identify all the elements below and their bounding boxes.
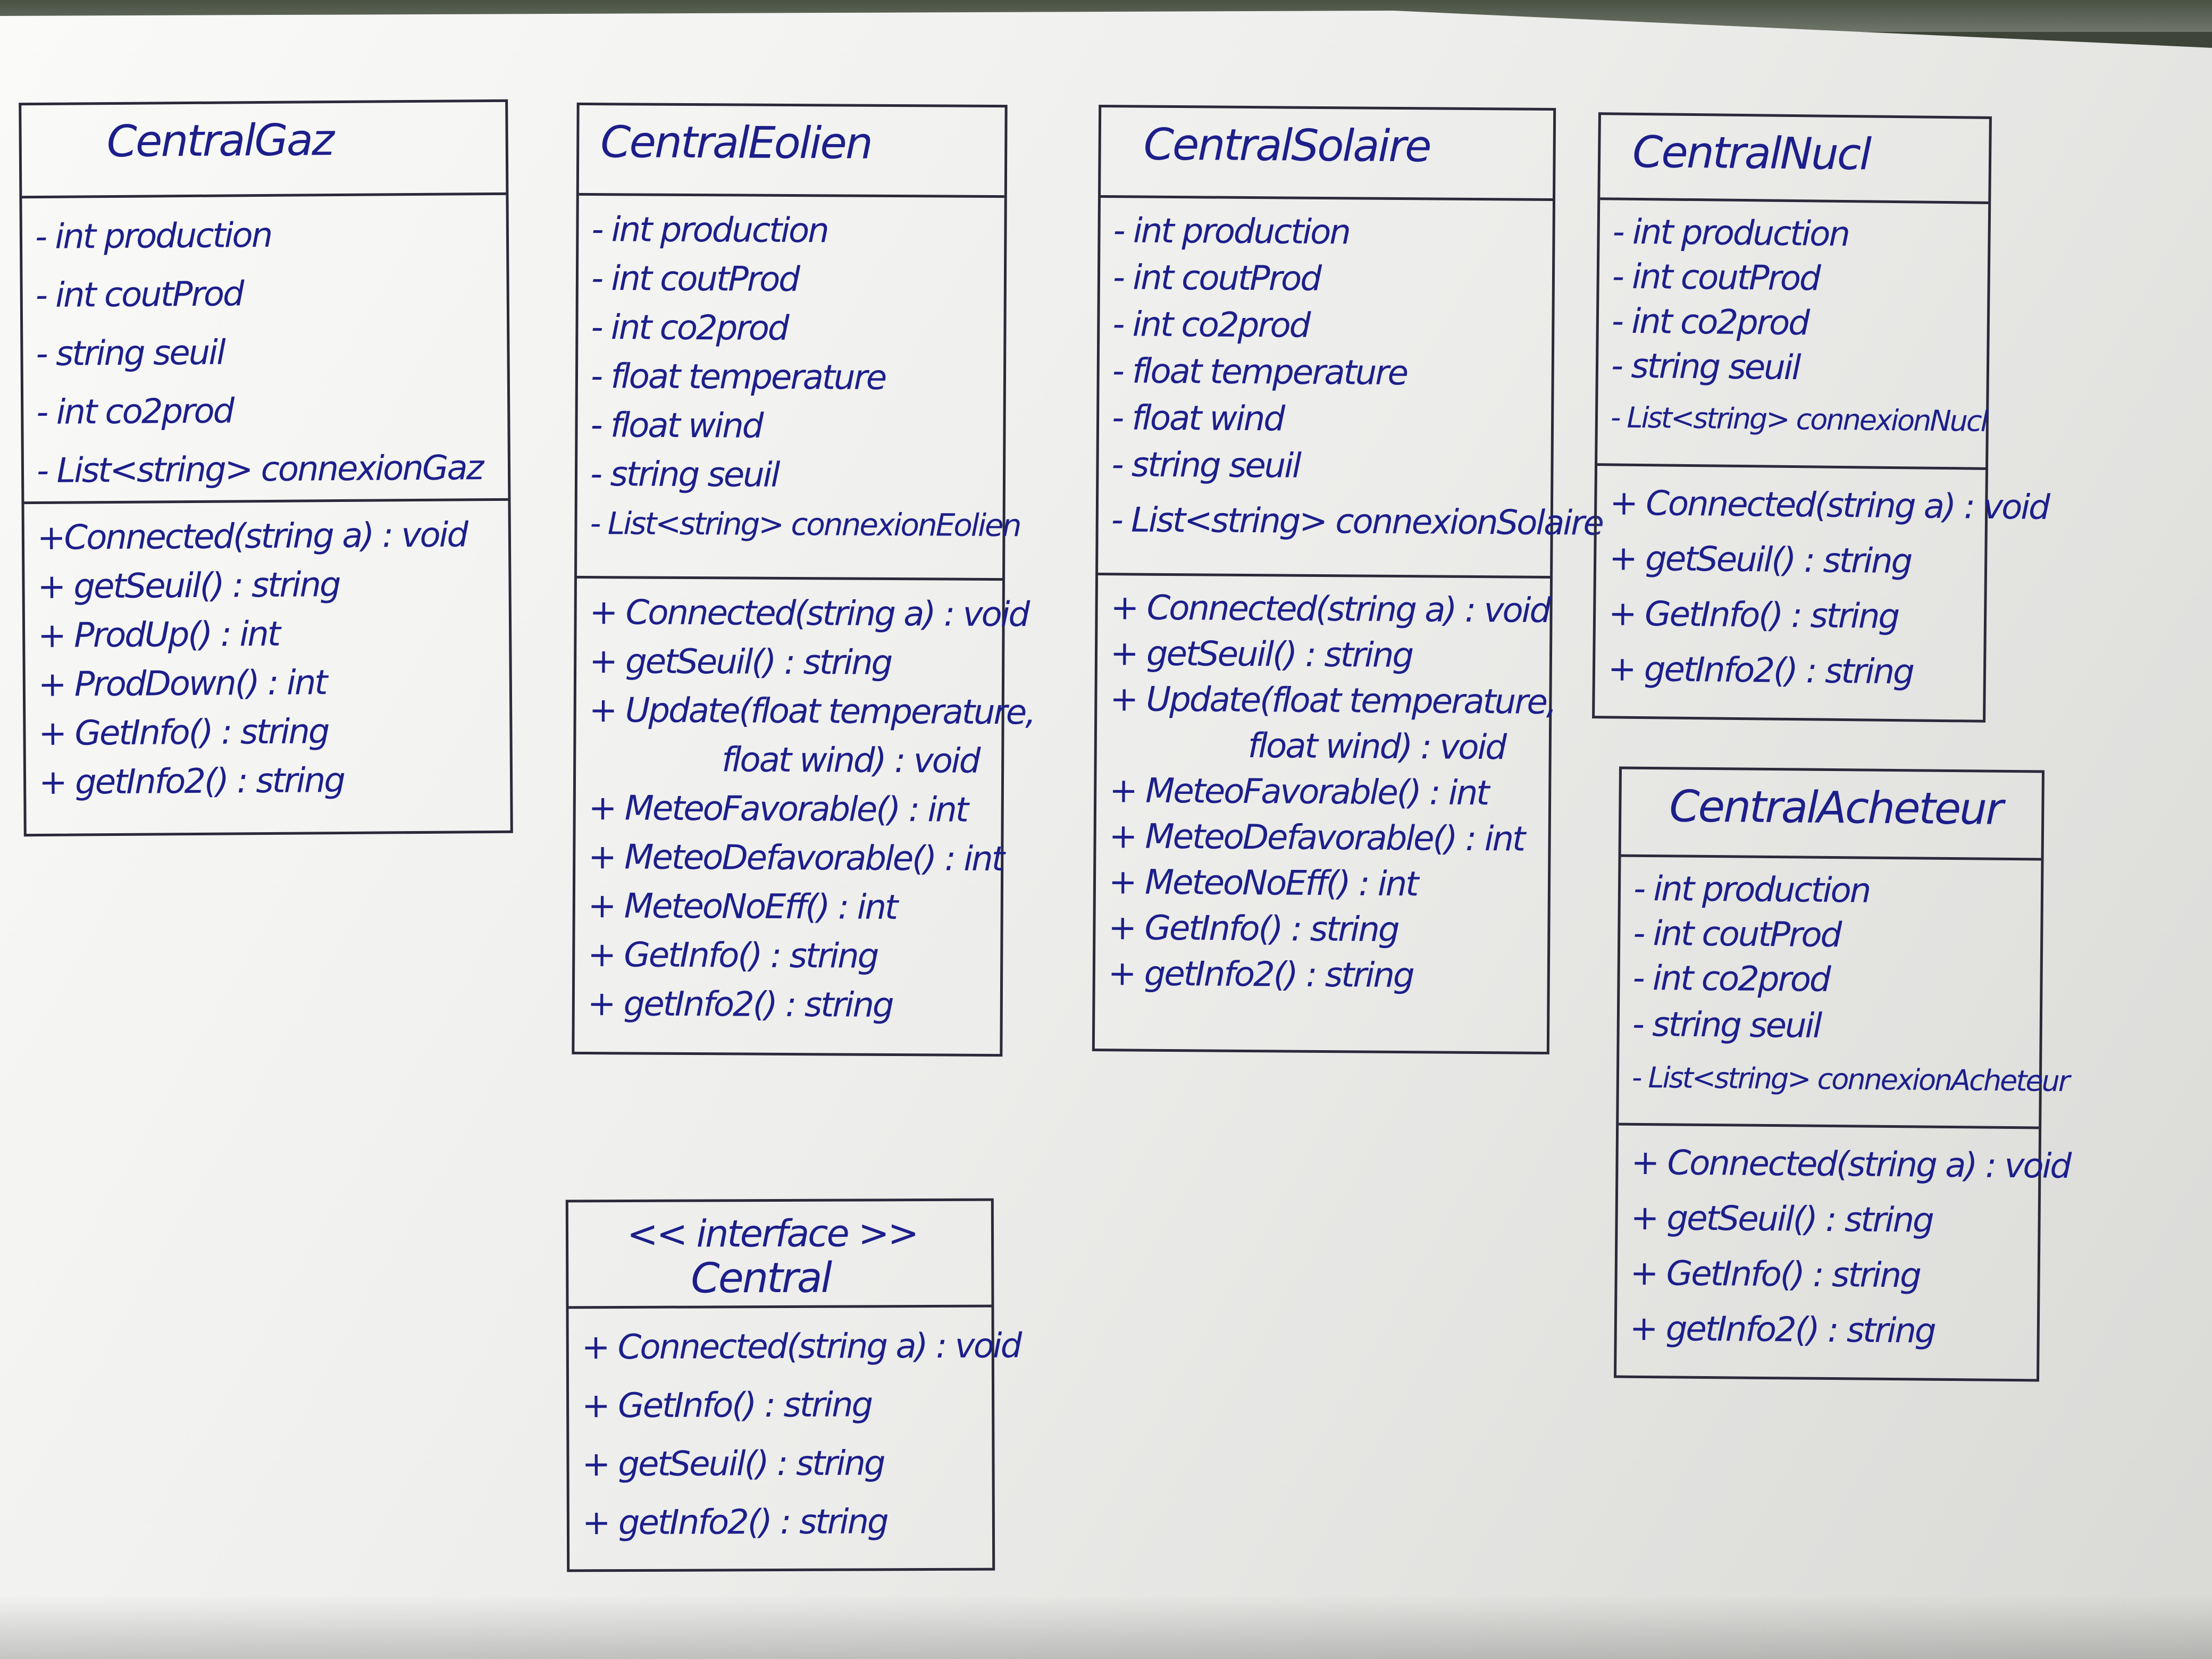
method: + getInfo2() : string: [1629, 1309, 1935, 1351]
method: + GetInfo() : string: [1608, 594, 1899, 637]
attribute: - float temperature: [1112, 351, 1407, 393]
method: + Connected(string a) : void: [1110, 588, 1550, 631]
attribute: - int coutProd: [1632, 914, 1841, 956]
attribute: - int production: [1612, 212, 1849, 255]
method: + getInfo2() : string: [587, 984, 893, 1026]
methods-section: + Connected(string a) : void + getSeuil(…: [1595, 466, 2049, 706]
attribute: - List<string> connexionNucl: [1610, 400, 1987, 438]
attribute: - float wind: [590, 406, 763, 446]
class-central-acheteur: CentralAcheteur - int production - int c…: [1613, 766, 2071, 1382]
class-name: CentralNucl: [1600, 115, 1989, 204]
method: + MeteoNoEff() : int: [1108, 862, 1418, 904]
method: + Connected(string a) : void: [581, 1326, 1021, 1368]
method: + Update(float temperature,: [1110, 680, 1556, 723]
methods-section: + Connected(string a) : void + GetInfo()…: [568, 1308, 1021, 1558]
method: + MeteoNoEff() : int: [588, 886, 897, 928]
attribute: - string seuil: [36, 333, 225, 374]
attribute: - int coutProd: [1612, 257, 1820, 299]
attribute: - string seuil: [1611, 346, 1800, 388]
attribute: - int co2prod: [1632, 958, 1830, 1000]
methods-section: +Connected(string a) : void + getSeuil()…: [24, 501, 510, 812]
attribute: - List<string> connexionEolien: [590, 505, 1020, 544]
method: + ProdUp() : int: [37, 614, 280, 656]
class-name: CentralAcheteur: [1621, 769, 2042, 861]
interface-stereotype: << interface >>: [626, 1211, 918, 1256]
attribute: - int coutProd: [1112, 258, 1321, 299]
method: + getSeuil() : string: [1630, 1198, 1933, 1241]
attribute: - int production: [1113, 211, 1350, 253]
method: + Update(float temperature,: [589, 691, 1035, 733]
method: + MeteoDefavorable() : int: [588, 837, 1004, 879]
attribute: - int co2prod: [1611, 301, 1809, 343]
method: + getInfo2() : string: [38, 760, 345, 802]
method: + getSeuil() : string: [1608, 539, 1912, 582]
method: + ProdDown() : int: [38, 663, 326, 705]
class-name: CentralSolaire: [1101, 107, 1554, 201]
method: + getInfo2() : string: [1607, 649, 1914, 692]
methods-section: + Connected(string a) : void + getSeuil(…: [1095, 575, 1556, 1005]
method: + GetInfo() : string: [1630, 1253, 1921, 1296]
attribute: - int co2prod: [36, 391, 233, 433]
attribute: - int co2prod: [591, 308, 788, 348]
attribute: - string seuil: [590, 455, 779, 495]
method: + getInfo2() : string: [582, 1502, 887, 1543]
attribute: - List<string> connexionGaz: [36, 448, 483, 491]
attribute: - string seuil: [1111, 445, 1301, 486]
methods-section: + Connected(string a) : void + getSeuil(…: [575, 579, 1035, 1036]
attribute: - int coutProd: [591, 259, 799, 300]
class-central-eolien: CentralEolien - int production - int cou…: [572, 102, 1035, 1057]
attribute: - float temperature: [590, 357, 886, 398]
attribute: - int production: [591, 210, 828, 251]
method: + getSeuil() : string: [589, 642, 892, 683]
method: + GetInfo() : string: [588, 935, 878, 976]
class-name: CentralGaz: [21, 102, 506, 199]
method: + MeteoDefavorable() : int: [1109, 817, 1524, 859]
attributes-section: - int production - int coutProd - int co…: [1597, 200, 1989, 470]
attributes-section: - int production - int coutProd - int co…: [1619, 857, 2069, 1129]
attribute: - int coutProd: [35, 274, 243, 316]
attribute: - string seuil: [1632, 1004, 1821, 1046]
attribute: - int co2prod: [1112, 305, 1310, 346]
interface-header: << interface >> Central: [568, 1201, 992, 1309]
method: + GetInfo() : string: [1108, 908, 1398, 950]
class-central-gaz: CentralGaz - int production - int coutPr…: [19, 99, 513, 837]
methods-section: + Connected(string a) : void + getSeuil(…: [1616, 1126, 2071, 1365]
method: + getSeuil() : string: [1110, 634, 1413, 676]
attribute: - int production: [35, 215, 272, 257]
method: float wind) : void: [722, 740, 979, 781]
method: + Connected(string a) : void: [1631, 1143, 2071, 1186]
attribute: - List<string> connexionAcheteur: [1631, 1060, 2069, 1098]
method: + MeteoFavorable() : int: [588, 789, 968, 830]
method: + getInfo2() : string: [1108, 954, 1413, 996]
attributes-section: - int production - int coutProd - int co…: [1098, 198, 1603, 579]
attribute: - List<string> connexionSolaire: [1111, 500, 1603, 543]
attribute: - int production: [1633, 869, 1870, 911]
attributes-section: - int production - int coutProd - int co…: [577, 195, 1020, 581]
method: + Connected(string a) : void: [1609, 483, 2049, 528]
method: + Connected(string a) : void: [589, 593, 1029, 635]
class-central-solaire: CentralSolaire - int production - int co…: [1092, 105, 1603, 1054]
method: + GetInfo() : string: [582, 1385, 872, 1426]
attributes-section: - int production - int coutProd - string…: [22, 195, 508, 505]
method: + getSeuil() : string: [37, 565, 340, 607]
class-name: CentralEolien: [579, 105, 1005, 198]
interface-central: << interface >> Central + Connected(stri…: [565, 1198, 1021, 1572]
method: +Connected(string a) : void: [37, 515, 467, 558]
method: + getSeuil() : string: [582, 1444, 884, 1485]
attribute: - float wind: [1111, 398, 1284, 439]
method: + MeteoFavorable() : int: [1109, 771, 1488, 814]
method: + GetInfo() : string: [38, 712, 329, 753]
method: float wind) : void: [1247, 726, 1506, 768]
interface-name: Central: [691, 1254, 831, 1303]
class-central-nucl: CentralNucl - int production - int coutP…: [1592, 112, 2049, 723]
